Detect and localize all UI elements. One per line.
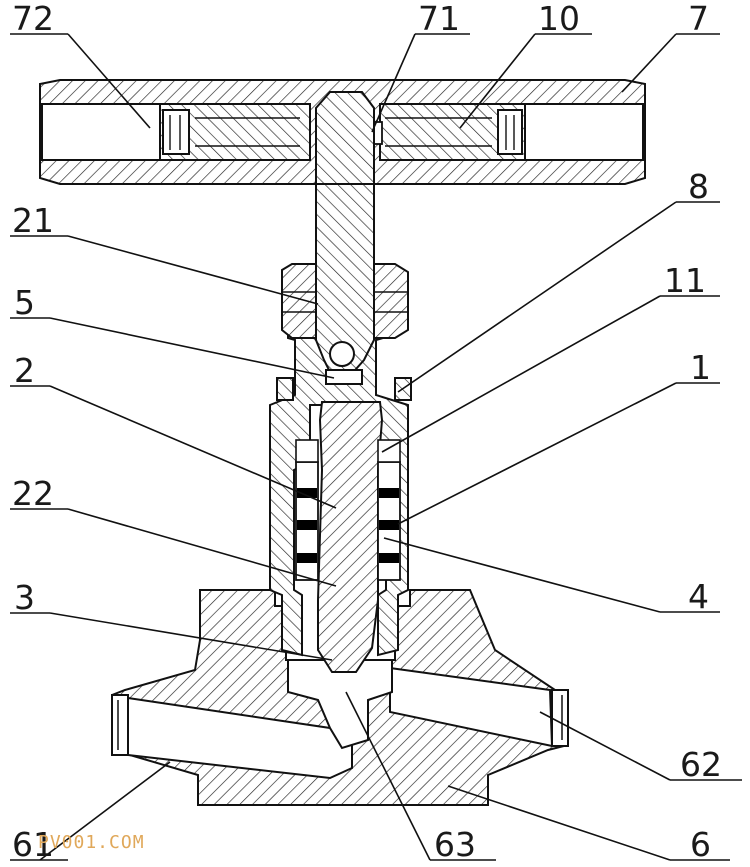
stem [317,401,384,673]
label-5: 5 [14,283,35,322]
valve-body [111,589,569,806]
label-61: 61 [12,825,54,864]
label-11: 11 [664,261,706,300]
label-72: 72 [12,0,54,38]
leader-lines [10,33,742,861]
label-62: 62 [680,745,722,784]
label-4: 4 [688,577,709,616]
label-6: 6 [690,825,711,864]
label-3: 3 [14,578,35,617]
packing [295,439,401,581]
label-7: 7 [688,0,709,38]
label-10: 10 [538,0,580,38]
label-22: 22 [12,474,54,513]
seat-cavity [287,659,393,750]
watermark: PV001.COM [38,832,145,853]
label-2: 2 [14,351,35,390]
label-8: 8 [688,167,709,206]
handle [39,79,646,185]
label-21: 21 [12,201,54,240]
label-71: 71 [418,0,460,38]
part-labels: 72 71 10 7 8 21 11 5 1 2 22 4 3 62 63 6 … [12,0,722,864]
label-63: 63 [434,825,476,864]
label-1: 1 [690,348,711,387]
